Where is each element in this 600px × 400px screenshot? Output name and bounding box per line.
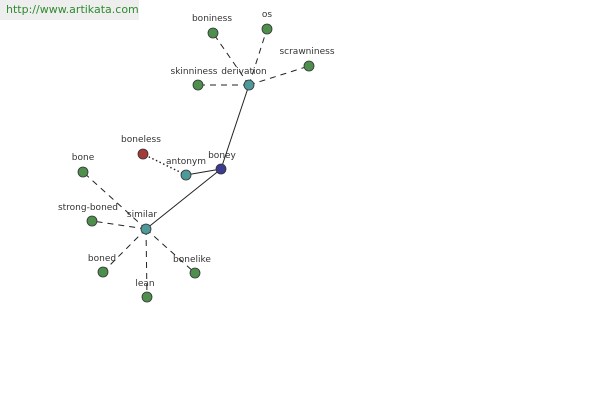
- node-dot-derivation[interactable]: [243, 79, 255, 91]
- node-dot-lean[interactable]: [141, 291, 153, 303]
- node-label-bonelike: bonelike: [173, 255, 211, 265]
- node-similar[interactable]: similar: [127, 210, 157, 235]
- node-dot-boned[interactable]: [97, 266, 109, 278]
- node-dot-antonym[interactable]: [180, 169, 192, 181]
- node-boniness[interactable]: boniness: [192, 14, 232, 39]
- node-scrawniness[interactable]: scrawniness: [279, 47, 335, 72]
- node-label-derivation: derivation: [221, 67, 267, 77]
- node-strong-boned[interactable]: strong-boned: [58, 203, 118, 227]
- node-dot-bone[interactable]: [77, 166, 89, 178]
- node-dot-similar[interactable]: [140, 223, 152, 235]
- node-dot-boneless[interactable]: [137, 148, 149, 160]
- node-label-scrawniness: scrawniness: [279, 47, 334, 57]
- node-boney[interactable]: boney: [208, 151, 237, 175]
- node-os[interactable]: os: [261, 10, 273, 35]
- edge-derivation-os: [248, 28, 268, 86]
- edge-derivation-boniness: [212, 32, 250, 86]
- node-boneless[interactable]: boneless: [121, 135, 161, 160]
- node-label-antonym: antonym: [166, 157, 206, 167]
- node-lean[interactable]: lean: [135, 279, 155, 303]
- node-label-boneless: boneless: [121, 135, 161, 145]
- graph-nodes: boney derivation antonym similar boniness os s…: [58, 10, 335, 303]
- node-bone[interactable]: bone: [72, 153, 95, 178]
- node-derivation[interactable]: derivation: [221, 67, 267, 91]
- edge-similar-lean: [145, 228, 148, 298]
- node-label-skinniness: skinniness: [171, 67, 218, 77]
- edge-similar-boned: [102, 228, 147, 273]
- node-label-boniness: boniness: [192, 14, 232, 24]
- node-boned[interactable]: boned: [88, 254, 116, 278]
- node-dot-scrawniness[interactable]: [303, 60, 315, 72]
- node-dot-bonelike[interactable]: [189, 267, 201, 279]
- node-label-similar: similar: [127, 210, 157, 220]
- node-antonym[interactable]: antonym: [166, 157, 206, 181]
- edge-boney-derivation: [220, 84, 250, 170]
- node-dot-os[interactable]: [261, 23, 273, 35]
- node-label-os: os: [262, 10, 273, 20]
- node-dot-strong-boned[interactable]: [86, 215, 98, 227]
- node-label-bone: bone: [72, 153, 95, 163]
- node-label-boney: boney: [208, 151, 236, 161]
- watermark-url: http://www.artikata.com: [0, 0, 139, 20]
- node-dot-boney[interactable]: [215, 163, 227, 175]
- node-label-boned: boned: [88, 254, 116, 264]
- node-label-lean: lean: [135, 279, 154, 289]
- node-dot-boniness[interactable]: [207, 27, 219, 39]
- graph-edges: [82, 28, 310, 298]
- node-skinniness[interactable]: skinniness: [171, 67, 218, 91]
- node-label-strong-boned: strong-boned: [58, 203, 118, 213]
- edge-similar-bonelike: [145, 228, 196, 274]
- node-dot-skinniness[interactable]: [192, 79, 204, 91]
- edge-similar-bone: [82, 171, 147, 230]
- node-bonelike[interactable]: bonelike: [173, 255, 211, 279]
- edge-similar-strong-boned: [91, 220, 147, 230]
- edge-boney-antonym: [185, 168, 222, 176]
- edge-boney-similar: [145, 168, 222, 230]
